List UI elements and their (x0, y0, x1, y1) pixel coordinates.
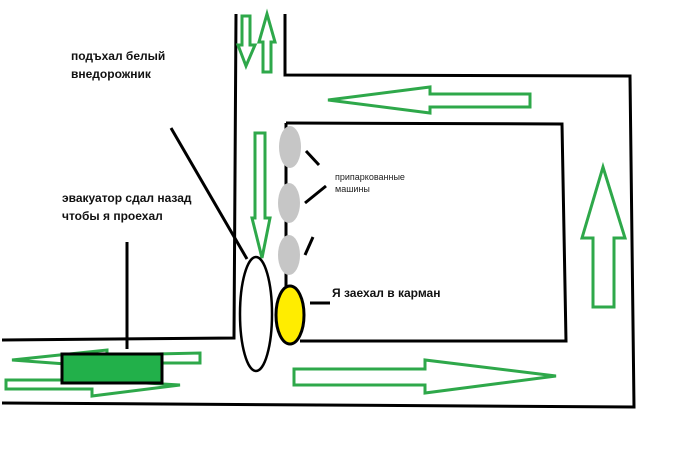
parked-car-2 (278, 183, 300, 223)
arrow-up-right (579, 161, 628, 309)
arrow-left-upper (327, 85, 532, 115)
parked-car-1 (279, 126, 301, 168)
my-car (274, 284, 306, 346)
arrow-down-center (250, 131, 272, 259)
tow-truck-label-line2: чтобы я проехал (62, 209, 163, 223)
pointer-white-suv (169, 127, 249, 260)
tow-truck-label-line1: эвакуатор сдал назад (62, 191, 192, 205)
arrow-down-top (235, 14, 258, 70)
my-car-label: Я заехал в карман (332, 286, 441, 300)
road-edge-left-vertical (1, 13, 238, 342)
white-suv-label-line2: внедорожник (71, 67, 151, 81)
tow-truck-label: эвакуатор сдал назад чтобы я проехал (62, 189, 192, 225)
parked-cars-label-line2: машины (335, 184, 370, 194)
pointer-parked-3 (303, 236, 315, 256)
white-suv-label: подъхал белый внедорожник (71, 47, 165, 83)
parked-cars-label: припаркованные машины (335, 171, 405, 195)
white-suv-label-line1: подъхал белый (71, 49, 166, 63)
road-edge-inner-block (285, 121, 568, 343)
parked-cars-label-line1: припаркованные (335, 172, 405, 182)
white-suv (238, 255, 274, 373)
tow-truck (60, 352, 164, 385)
arrow-up-top (257, 8, 277, 74)
arrow-right-bottom (292, 358, 557, 395)
pointer-parked-1 (304, 149, 321, 167)
pointer-parked-2 (304, 184, 327, 205)
road-edge-upper-outer (1, 14, 636, 409)
parked-car-3 (278, 235, 300, 275)
